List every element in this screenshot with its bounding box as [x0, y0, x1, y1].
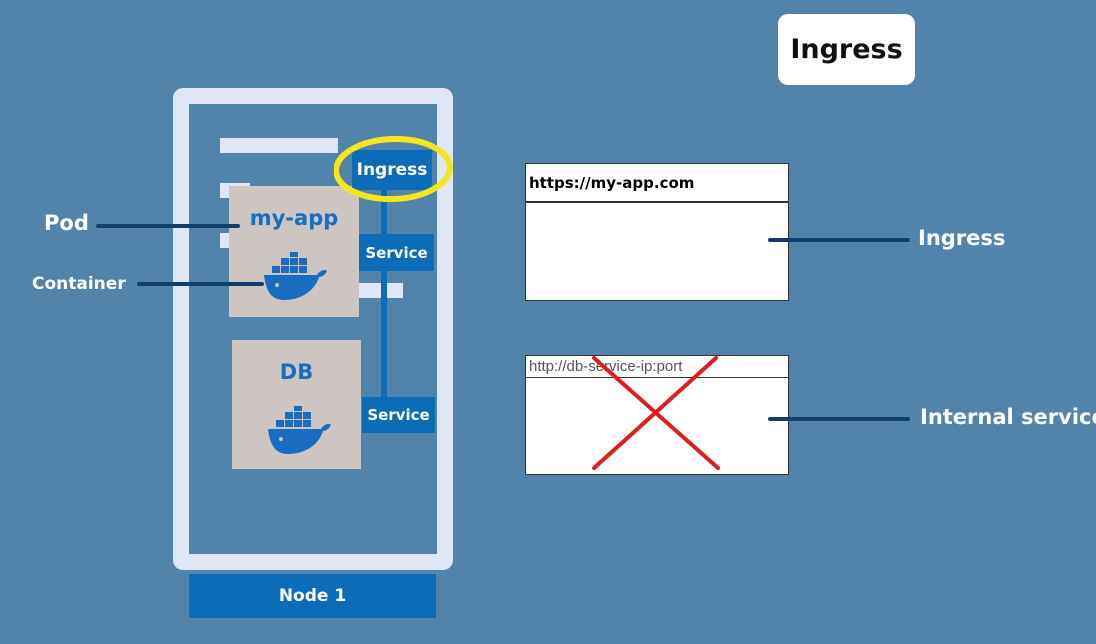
pod-annotation: Pod: [44, 211, 89, 235]
ingress-component-label: Ingress: [356, 160, 428, 180]
internal-service-caption-line: [768, 417, 910, 421]
pod-annotation-line: [96, 224, 240, 228]
pod-title: DB: [279, 360, 314, 384]
node-label-text: Node 1: [278, 586, 347, 606]
node-bar: [220, 138, 338, 153]
ingress-caption-text: Ingress: [918, 226, 1006, 250]
browser-url-bar: https://my-app.com: [526, 164, 788, 203]
ingress-caption-line: [768, 238, 910, 242]
service-label: Service: [365, 243, 428, 262]
service-db: Service: [362, 397, 435, 433]
ingress-caption: Ingress: [918, 226, 1005, 250]
service-connector-line: [381, 190, 387, 410]
pod-my-app: my-app: [229, 186, 359, 317]
ingress-component: Ingress: [352, 150, 432, 190]
node-bar: [357, 283, 403, 298]
container-annotation-line: [137, 282, 264, 286]
ingress-highlight-circle: [334, 135, 453, 203]
container-annotation-text: Container: [32, 274, 126, 294]
docker-whale-icon: [264, 252, 327, 300]
title-card: Ingress: [778, 14, 915, 85]
title-text: Ingress: [790, 34, 903, 65]
browser-url-text: https://my-app.com: [529, 173, 695, 192]
pod-annotation-text: Pod: [44, 211, 89, 235]
cross-out-icon: [592, 356, 720, 470]
service-my-app: Service: [359, 234, 434, 271]
pod-db: DB: [232, 340, 361, 469]
node-frame: [173, 88, 453, 570]
internal-service-caption: Internal service: [920, 405, 1096, 429]
docker-whale-icon: [268, 406, 331, 454]
service-label: Service: [367, 406, 430, 424]
browser-window-ingress: https://my-app.com: [525, 163, 789, 301]
internal-service-caption-text: Internal service: [920, 405, 1096, 429]
container-annotation: Container: [32, 274, 126, 294]
node-label: Node 1: [189, 574, 436, 618]
pod-title: my-app: [249, 206, 339, 230]
